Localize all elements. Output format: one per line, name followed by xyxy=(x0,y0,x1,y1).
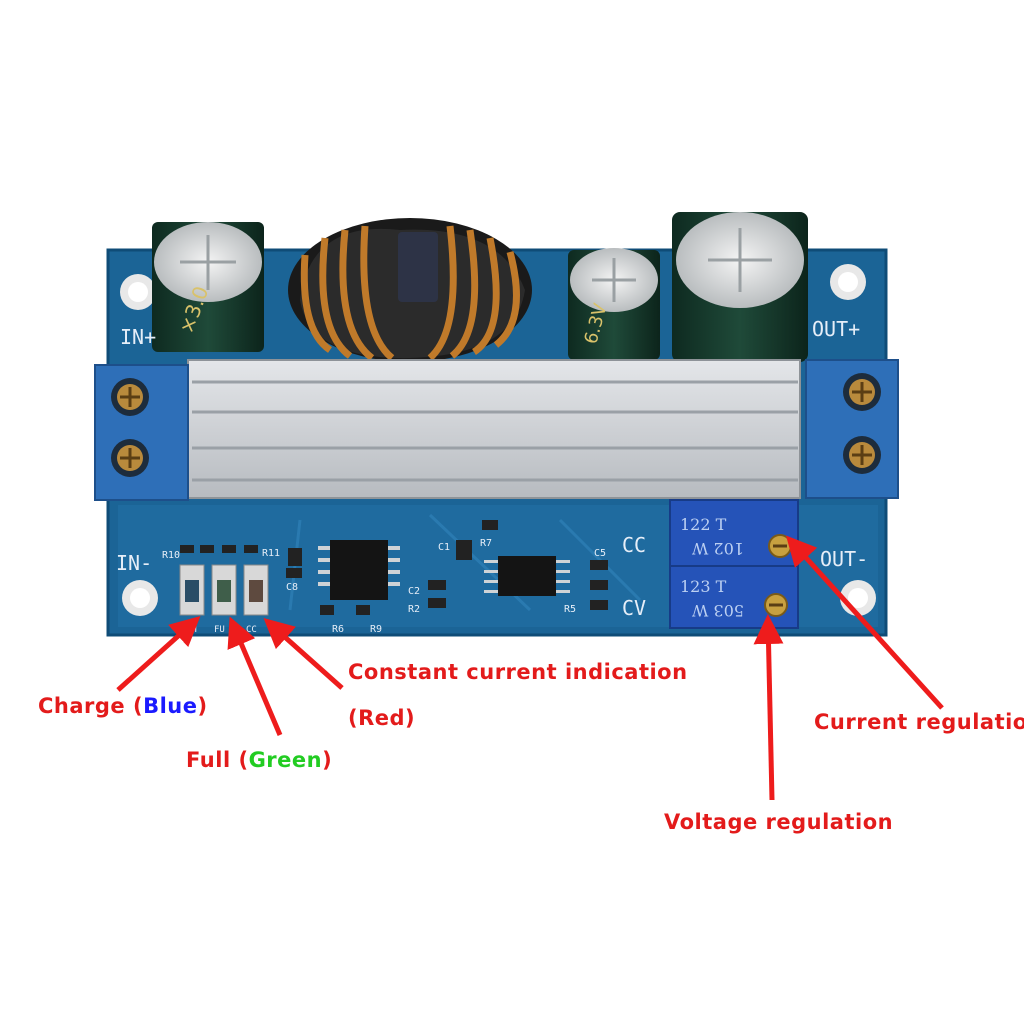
silk-ref: C8 xyxy=(286,582,298,593)
silk-ref: CC xyxy=(246,625,257,635)
charge-label-suffix: ) xyxy=(197,694,208,718)
input-terminal-block xyxy=(94,364,189,501)
led-full xyxy=(211,564,237,616)
charge-label: Charge (Blue) xyxy=(38,694,208,718)
pot-code: 102 W xyxy=(691,539,744,558)
silk-ref: C2 xyxy=(408,586,420,597)
silk-ref: C1 xyxy=(438,542,450,553)
full-label-suffix: ) xyxy=(322,748,333,772)
silk-ref: R9 xyxy=(370,624,382,635)
charge-color-word: Blue xyxy=(143,694,198,718)
charge-label-prefix: Charge ( xyxy=(38,694,144,718)
silk-ref: C5 xyxy=(594,548,606,559)
arrow-full xyxy=(227,616,283,736)
pot-code: 503 W xyxy=(691,601,744,620)
silk-in-minus: IN- xyxy=(116,551,152,575)
pot-code: 123 T xyxy=(680,577,727,596)
ic-chip-right xyxy=(484,556,570,596)
led-charge xyxy=(179,564,205,616)
current-regulation-label: Current regulation xyxy=(814,710,1024,734)
heatsink xyxy=(187,359,801,499)
full-label-prefix: Full ( xyxy=(186,748,249,772)
voltage-regulation-label: Voltage regulation xyxy=(664,810,894,834)
silk-ref: FU xyxy=(214,625,225,635)
silk-ref: R7 xyxy=(480,538,492,549)
capacitor-left: ×3.0 xyxy=(152,222,264,352)
silk-ref: R10 xyxy=(162,550,180,561)
cc-label-line1: Constant current indication xyxy=(348,660,688,684)
silk-ref: R11 xyxy=(262,548,280,559)
mounting-hole xyxy=(830,264,866,300)
arrow-cc xyxy=(263,618,344,690)
led-cc xyxy=(243,564,269,616)
full-color-word: Green xyxy=(248,748,323,772)
mounting-hole xyxy=(120,274,156,310)
silk-cv: CV xyxy=(622,596,646,620)
arrow-charge xyxy=(116,615,201,692)
output-terminal-block xyxy=(805,359,899,499)
smd-components xyxy=(180,520,608,615)
silk-in-plus: IN+ xyxy=(120,325,156,349)
full-label: Full (Green) xyxy=(186,748,332,772)
ic-chip-left xyxy=(318,540,400,600)
arrow-current xyxy=(785,535,944,710)
toroid-inductor xyxy=(288,218,532,362)
silk-cc: CC xyxy=(622,533,646,557)
arrow-voltage xyxy=(753,614,784,801)
capacitor-middle: 6.3V xyxy=(568,248,660,360)
cc-label-line2: (Red) xyxy=(348,706,416,730)
callout-arrows xyxy=(116,535,944,801)
silk-ref: R5 xyxy=(564,604,576,615)
capacitor-right xyxy=(672,212,808,362)
mounting-hole xyxy=(122,580,158,616)
silk-out-plus: OUT+ xyxy=(812,317,860,341)
silk-out-minus: OUT- xyxy=(820,547,868,571)
silk-ref: R2 xyxy=(408,604,420,615)
pot-code: 122 T xyxy=(680,515,727,534)
current-potentiometer: 122 T 102 W xyxy=(669,499,799,567)
voltage-potentiometer: 123 T 503 W xyxy=(669,565,799,629)
silk-ref: R6 xyxy=(332,624,344,635)
